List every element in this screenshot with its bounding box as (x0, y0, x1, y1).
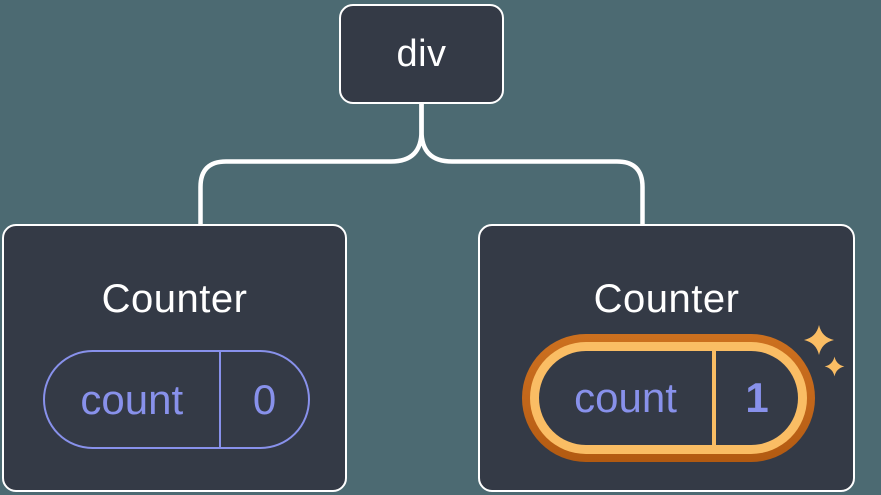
state-pill-divider (712, 351, 716, 445)
component-title: Counter (101, 277, 248, 321)
highlight-ring-inner: count 1 (530, 342, 807, 454)
state-pill: count 1 (539, 351, 798, 445)
counter-card-right: Counter count 1 (478, 224, 855, 492)
state-key-label: count (574, 374, 677, 421)
counter-card-left: Counter count 0 (2, 224, 347, 492)
connector-right-branch (419, 101, 645, 229)
sparkle-icon (824, 356, 845, 377)
state-value: 1 (745, 374, 769, 421)
state-pill: count 0 (43, 350, 310, 449)
sparkle-icon (804, 325, 834, 355)
state-key-label: count (80, 375, 184, 423)
highlight-ring-outer: count 1 (522, 334, 815, 462)
connector-left-branch (198, 101, 424, 229)
state-pill-divider (218, 352, 221, 447)
tree-node-root: div (339, 4, 504, 104)
state-value: 0 (252, 375, 277, 423)
root-node-label: div (396, 33, 447, 75)
component-title: Counter (593, 277, 740, 321)
